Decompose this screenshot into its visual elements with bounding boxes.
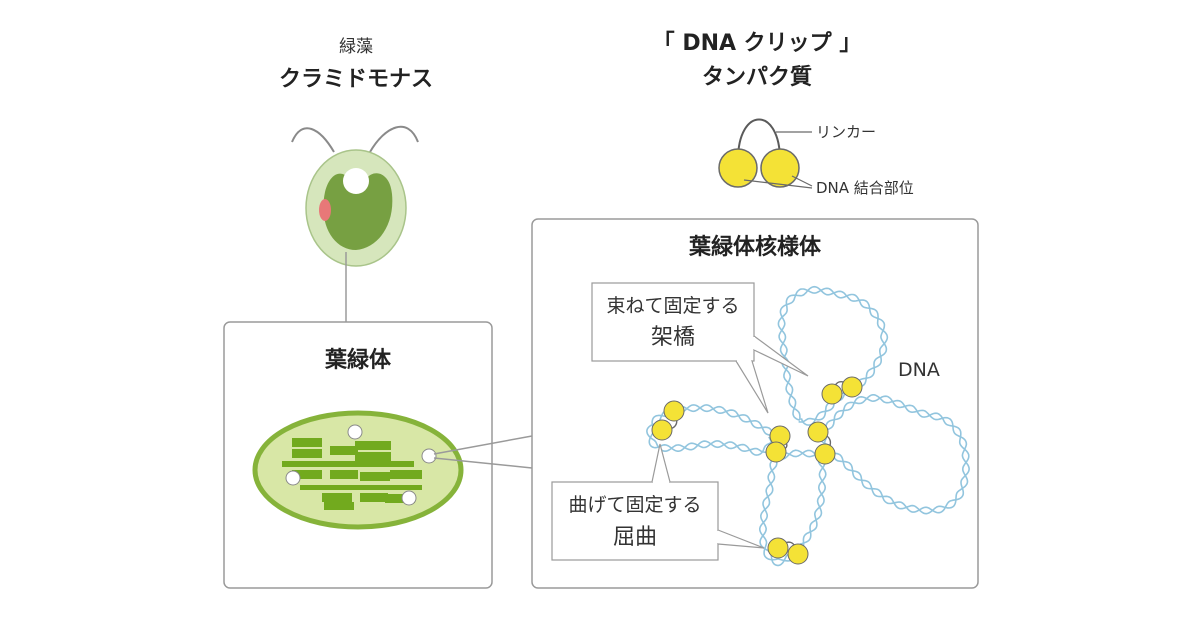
dna-loop-bottom-strand-a [759, 449, 827, 567]
clip-binding-circle [821, 383, 843, 405]
clip-protein-center-right [807, 421, 836, 465]
clip-binding-circle [651, 419, 673, 441]
clip-title: 「 DNA クリップ 」 [653, 31, 862, 56]
chloroplast-title: 葉緑体 [324, 347, 392, 373]
clip-protein-center-left [765, 425, 791, 463]
clip-protein-left-loop [651, 400, 685, 441]
clip-protein-top [821, 376, 863, 405]
clip-title-sub: タンパク質 [702, 65, 812, 90]
cell-eyespot [319, 199, 331, 221]
clip-binding-circle [841, 376, 863, 398]
clip-binding-circle [787, 543, 809, 565]
thylakoid-lamella [300, 485, 422, 490]
clip-protein-diagram [718, 118, 813, 189]
clip-protein-bottom [767, 537, 809, 565]
nucleoid-title: 葉緑体核様体 [688, 234, 822, 260]
dna-loop-bottom-strand-b [759, 449, 827, 562]
dna-loop-left-strand-a [646, 404, 774, 453]
algae-name: クラミドモナス [279, 67, 433, 92]
clip-binding-circle [663, 400, 685, 422]
nucleoid-dot [401, 490, 417, 506]
binding-site-label: DNA 結合部位 [816, 179, 914, 197]
dna-loop-right-strand-a [819, 395, 970, 515]
bridge-caption-pointer [735, 360, 769, 414]
granum-stack [355, 441, 391, 502]
bend-caption-line2: 屈曲 [613, 525, 657, 550]
clip-binding-circle [807, 421, 829, 443]
chlamydomonas-cell [291, 125, 419, 322]
granum-stack [292, 438, 322, 479]
zoom-line-top [433, 435, 533, 455]
binding-leader-right [791, 175, 813, 187]
linker-label: リンカー [816, 123, 876, 141]
flagellum-left [291, 127, 335, 153]
bend-caption-line1: 曲げて固定する [568, 494, 701, 516]
algae-label: 緑藻 [339, 37, 373, 57]
bend-caption-pointer-right [717, 529, 765, 549]
dna-label: DNA [898, 359, 940, 381]
clip-binding-circle [814, 443, 836, 465]
cell-chloroplast [323, 173, 393, 250]
dna-loop-right-strand-b [823, 394, 970, 514]
bend-caption-pointer-up [651, 443, 671, 483]
bridge-caption-line1: 束ねて固定する [606, 295, 739, 317]
bridge-caption-pointer-2 [753, 335, 809, 377]
chloroplast-illustration [252, 410, 464, 530]
clip-binding-site-left [718, 148, 758, 188]
binding-leader-left [743, 179, 813, 189]
granum-stack [385, 470, 422, 503]
zoom-line-bottom [433, 457, 533, 469]
clip-linker [737, 118, 781, 161]
granum-stack [324, 502, 354, 510]
dna-loops [646, 285, 970, 567]
cell-pyrenoid [343, 168, 369, 194]
clip-binding-site-right [760, 148, 800, 188]
nucleoid-dot [421, 448, 437, 464]
clip-proteins [651, 376, 863, 565]
nucleoid-dot [347, 424, 363, 440]
bridge-caption-line2: 架橋 [651, 325, 695, 350]
bend-caption-box [551, 481, 719, 561]
clip-binding-circle [767, 537, 789, 559]
clip-binding-circle [765, 441, 787, 463]
nucleoid-dot [285, 470, 301, 486]
granum-stack [322, 446, 358, 502]
bridge-caption-box [591, 282, 755, 362]
thylakoid-lamella [282, 461, 414, 467]
flagellum-right [369, 125, 419, 153]
